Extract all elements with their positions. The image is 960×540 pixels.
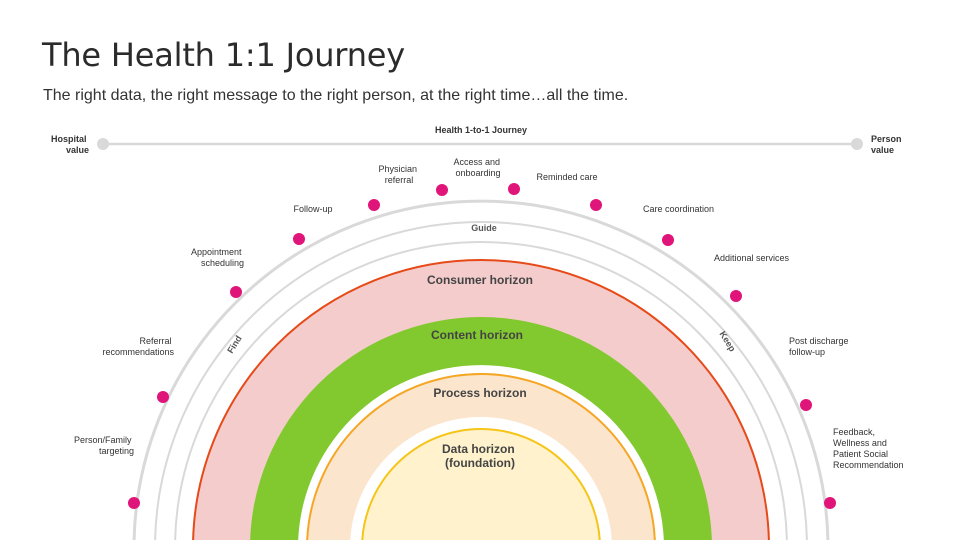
- step-dot: [128, 497, 140, 509]
- journey-step: Access and onboarding: [436, 157, 502, 196]
- outer-track-ring: [132, 199, 830, 540]
- lane-track-ring-inner: [174, 241, 788, 540]
- step-label: Access and onboarding: [453, 157, 502, 178]
- journey-step: Person/Family targeting: [74, 435, 140, 509]
- step-label: Referral recommendations: [102, 336, 174, 357]
- consumer-horizon-label: Consumer horizon: [427, 273, 533, 287]
- journey-step: Physician referral: [368, 164, 419, 211]
- step-label: Physician referral: [378, 164, 419, 185]
- hospital-value-label: Hospital value: [51, 134, 89, 155]
- data-horizon-label: Data horizon (foundation): [442, 442, 518, 470]
- step-dot: [590, 199, 602, 211]
- horizon-rings: [132, 199, 830, 540]
- journey-step: Additional services: [662, 234, 790, 263]
- journey-step: Feedback, Wellness and Patient Social Re…: [800, 399, 904, 470]
- journey-axis-label: Health 1-to-1 Journey: [435, 125, 527, 135]
- step-dot: [800, 399, 812, 411]
- journey-step: Care coordination: [590, 199, 714, 214]
- step-dot: [368, 199, 380, 211]
- step-dot: [157, 391, 169, 403]
- slide-title: The Health 1:1 Journey: [42, 36, 406, 74]
- step-dot: [662, 234, 674, 246]
- step-label: Follow-up: [293, 204, 332, 214]
- lane-track-ring-outer: [154, 221, 808, 540]
- step-label: Post discharge follow-up: [789, 336, 851, 357]
- journey-step: Follow-up: [293, 204, 333, 245]
- journey-step: Reminded care: [508, 172, 598, 195]
- step-label: Reminded care: [536, 172, 597, 182]
- data-horizon-ring: [361, 428, 601, 540]
- step-label: Person/Family targeting: [74, 435, 134, 456]
- step-dot: [436, 184, 448, 196]
- journey-step: Post discharge follow-up: [730, 290, 851, 357]
- process-horizon-label: Process horizon: [433, 386, 526, 400]
- step-label: Appointment scheduling: [191, 247, 244, 268]
- step-label: Feedback, Wellness and Patient Social Re…: [833, 427, 904, 470]
- step-label: Care coordination: [643, 204, 714, 214]
- person-value-label: Person value: [871, 134, 904, 155]
- journey-step: Appointment scheduling: [191, 247, 244, 298]
- lane-label-find: Find: [225, 334, 244, 355]
- step-dot: [508, 183, 520, 195]
- step-dot: [730, 290, 742, 302]
- journey-step: Referral recommendations: [102, 336, 174, 403]
- step-label: Additional services: [714, 253, 790, 263]
- step-dot: [230, 286, 242, 298]
- lane-label-keep: Keep: [717, 329, 737, 353]
- lane-label-guide: Guide: [471, 223, 497, 233]
- journey-steps: Person/Family targeting Referral recomme…: [74, 157, 904, 509]
- axis-right-endpoint: [851, 138, 863, 150]
- step-dot: [293, 233, 305, 245]
- final-step-dot: [824, 497, 836, 509]
- content-horizon-label: Content horizon: [431, 328, 523, 342]
- axis-left-endpoint: [97, 138, 109, 150]
- slide-subtitle: The right data, the right message to the…: [43, 87, 629, 104]
